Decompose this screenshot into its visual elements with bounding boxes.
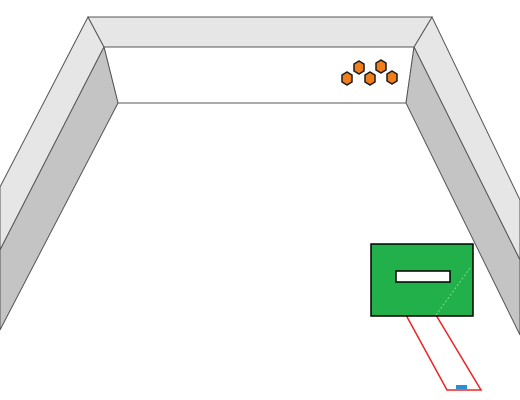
gem[interactable] [375,59,387,74]
target-block-slot [395,270,451,283]
left-wall-inner [0,45,119,331]
back-wall-top [87,16,433,48]
gem[interactable] [364,71,376,86]
gem[interactable] [386,70,398,85]
target-block[interactable] [370,243,474,317]
gem-cluster [341,59,398,86]
target-block-diagonal [435,267,471,316]
aim-beam [404,314,483,391]
gem[interactable] [341,71,353,86]
gem[interactable] [353,60,365,75]
right-wall-inner [405,45,520,336]
aim-beam-outline [404,314,483,391]
aim-beam-tip [456,385,467,389]
